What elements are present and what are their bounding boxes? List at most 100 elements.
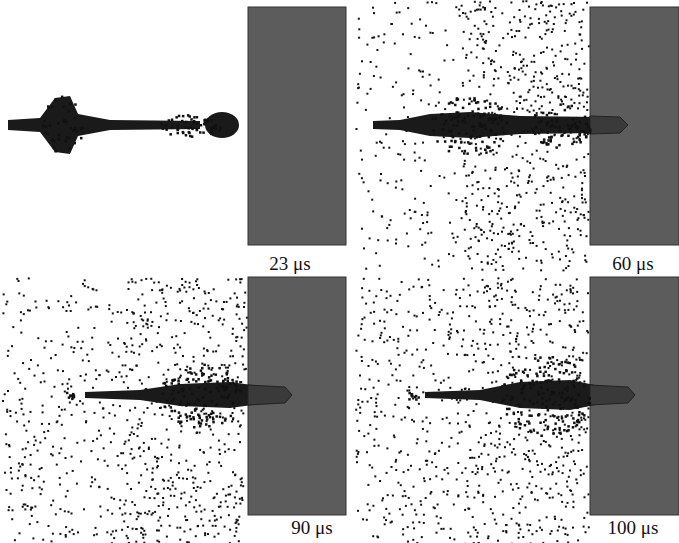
particle (3, 293, 5, 295)
particle (227, 506, 229, 508)
particle (506, 185, 508, 187)
particle (531, 340, 533, 342)
particle (200, 518, 202, 520)
particle (377, 393, 379, 395)
particle (565, 96, 567, 98)
particle (510, 180, 512, 182)
particle (151, 321, 153, 323)
particle (579, 21, 581, 23)
particle (489, 221, 491, 223)
particle (59, 415, 61, 417)
particle (219, 413, 221, 415)
particle (464, 160, 466, 162)
particle (424, 480, 426, 482)
particle (512, 507, 514, 509)
particle (24, 456, 26, 458)
particle (238, 306, 240, 308)
particle (234, 474, 236, 476)
particle (95, 369, 97, 371)
particle (419, 228, 421, 230)
particle (190, 321, 192, 323)
particle (421, 244, 423, 246)
particle (545, 248, 547, 250)
particle (61, 424, 63, 426)
particle (386, 340, 388, 342)
particle (8, 506, 10, 508)
particle (499, 318, 501, 320)
particle (142, 325, 144, 327)
particle (112, 530, 114, 532)
particle (202, 525, 204, 527)
particle (192, 476, 194, 478)
particle (373, 445, 375, 447)
particle (477, 291, 479, 293)
particle (447, 490, 449, 492)
particle (541, 262, 543, 264)
particle (431, 1, 433, 3)
particle (235, 336, 237, 338)
particle (126, 375, 128, 377)
particle (179, 527, 181, 529)
particle (532, 328, 534, 330)
particle (232, 471, 234, 473)
particle (200, 487, 202, 489)
particle (483, 74, 485, 76)
particle (488, 187, 490, 189)
particle (512, 233, 514, 235)
particle (394, 404, 396, 406)
particle (466, 305, 468, 307)
particle (369, 464, 371, 466)
particle (40, 493, 42, 495)
particle (207, 350, 209, 352)
particle (133, 327, 135, 329)
particle (511, 251, 513, 253)
particle (502, 334, 504, 336)
particle (573, 14, 575, 16)
particle (482, 187, 484, 189)
particle (447, 472, 449, 474)
particle (75, 301, 77, 303)
particle (203, 413, 205, 415)
particle (458, 9, 460, 11)
particle (575, 11, 577, 13)
particle (378, 278, 380, 280)
particle (30, 507, 32, 509)
particle (552, 28, 554, 30)
particle (506, 167, 508, 169)
particle (514, 376, 516, 378)
particle (390, 309, 392, 311)
particle (175, 352, 177, 354)
particle (185, 369, 187, 371)
particle (411, 503, 413, 505)
particle (187, 469, 189, 471)
particle (518, 30, 520, 32)
particle (377, 239, 379, 241)
particle (472, 171, 474, 173)
particle (154, 488, 156, 490)
particle (119, 405, 121, 407)
particle (573, 2, 575, 4)
particle (475, 403, 477, 405)
particle (379, 141, 381, 143)
particle (371, 199, 373, 201)
particle (482, 6, 484, 8)
particle (425, 25, 427, 27)
particle (535, 100, 537, 102)
particle (127, 387, 129, 389)
particle (107, 465, 109, 467)
particle (131, 351, 133, 353)
particle (473, 227, 475, 229)
particle (373, 75, 375, 77)
particle (214, 496, 216, 498)
particle (129, 434, 131, 436)
particle (587, 153, 589, 155)
particle (522, 0, 524, 2)
particle (357, 403, 359, 405)
particle (494, 169, 496, 171)
particle (519, 102, 521, 104)
particle (395, 187, 397, 189)
particle (23, 313, 25, 315)
particle (557, 78, 559, 80)
particle (574, 87, 576, 89)
particle (535, 3, 537, 5)
